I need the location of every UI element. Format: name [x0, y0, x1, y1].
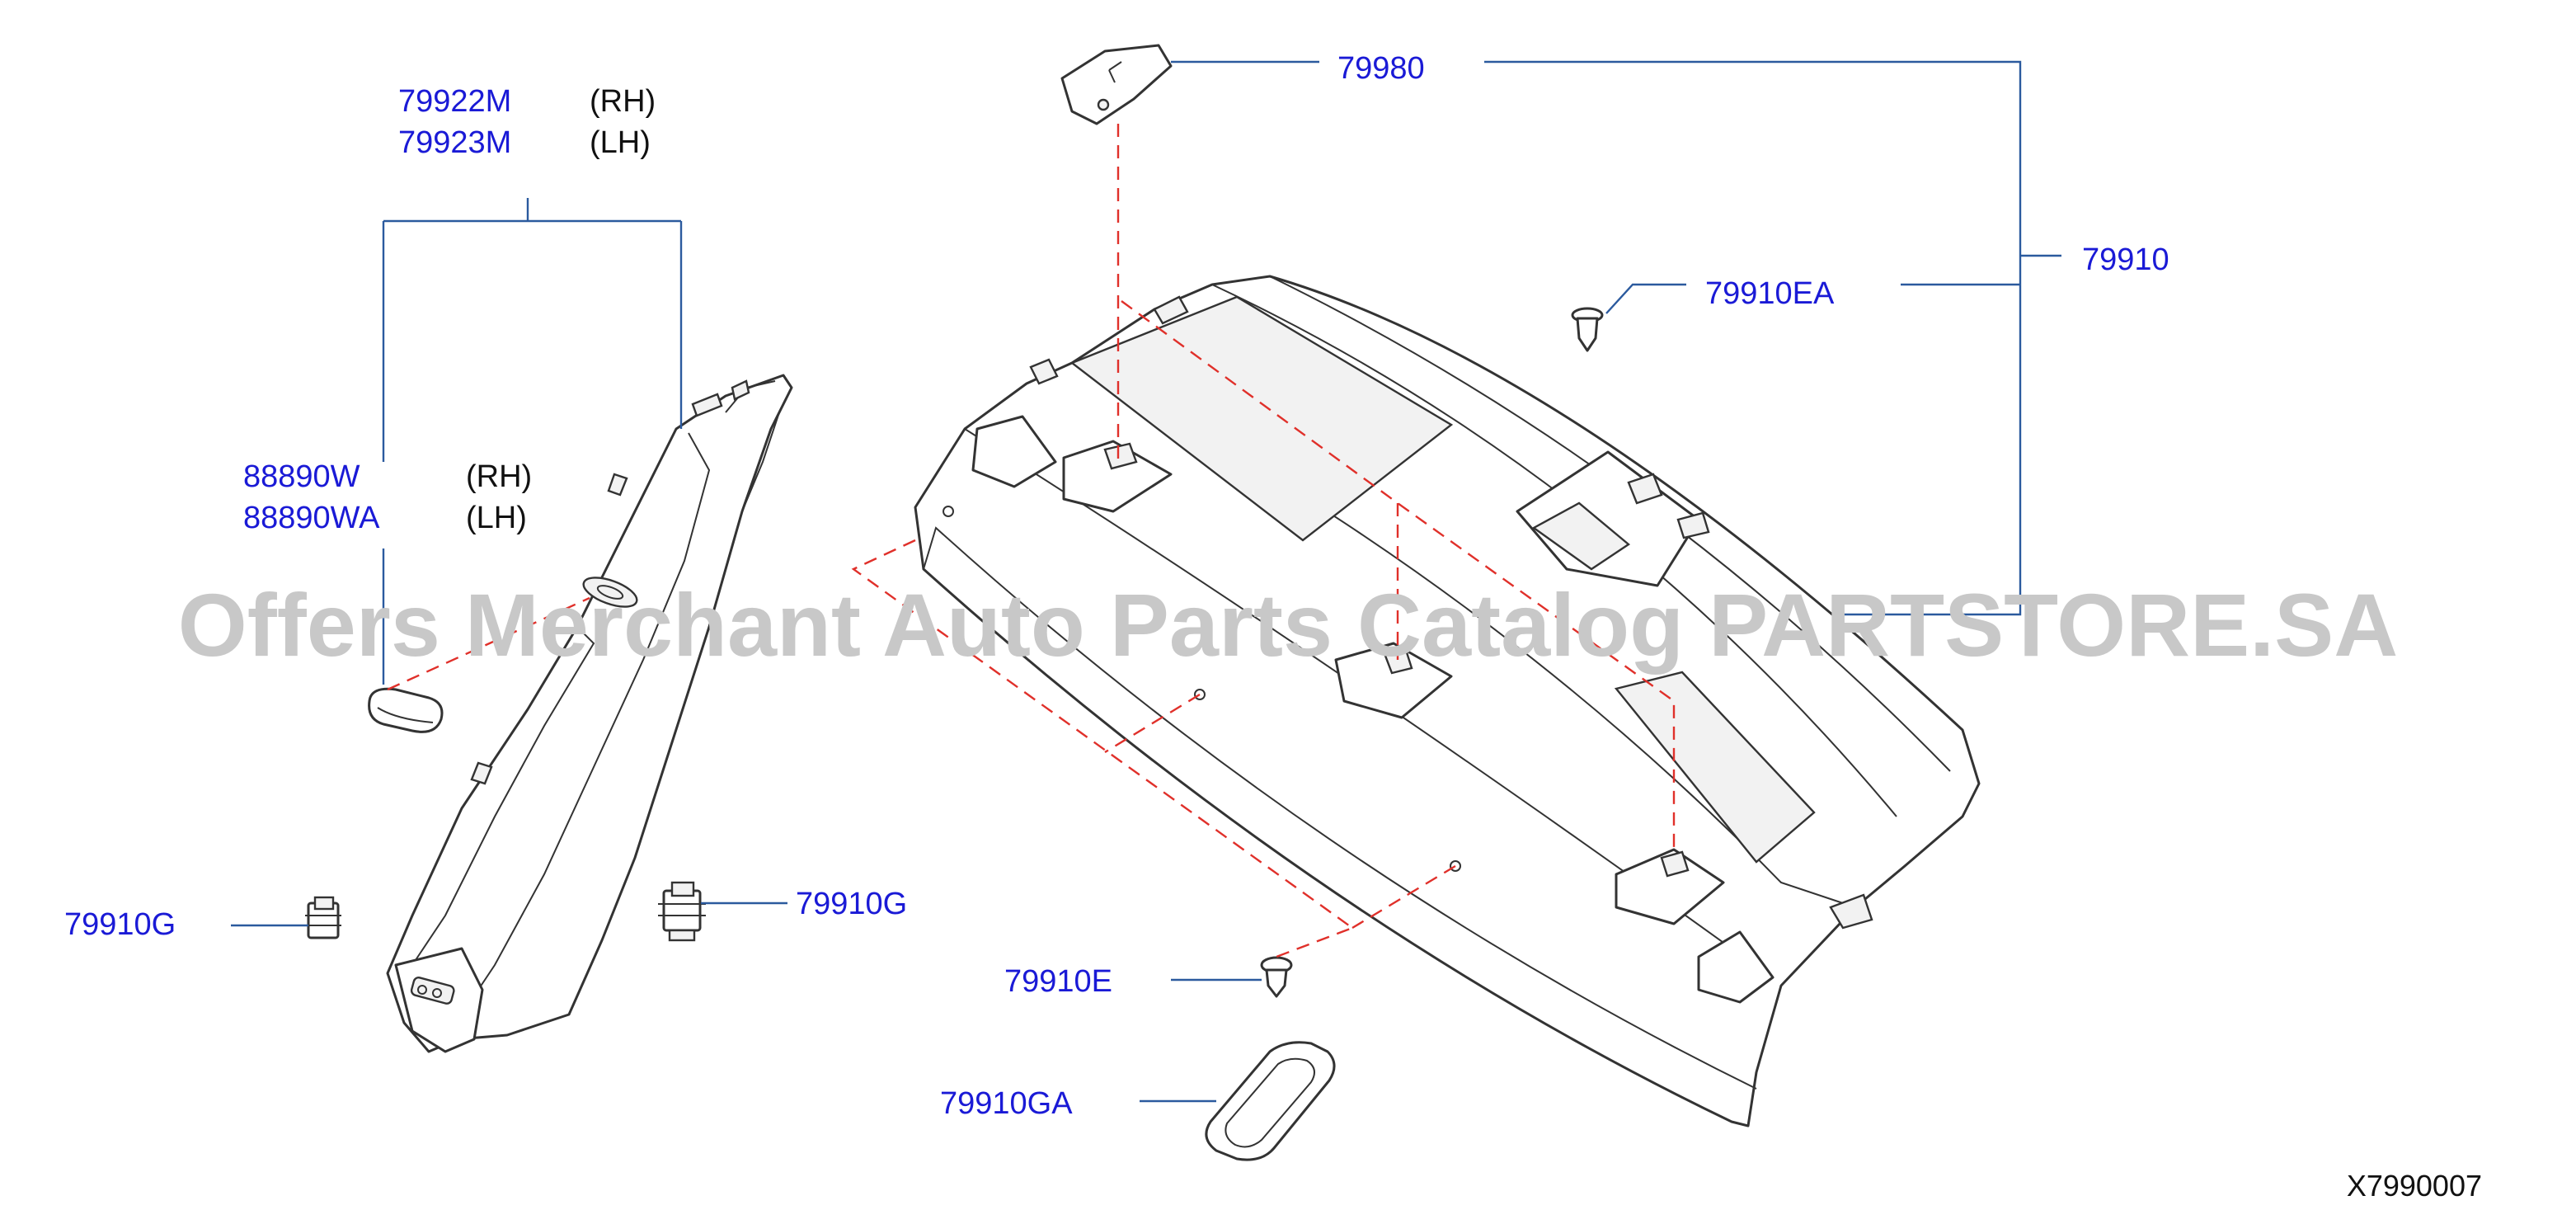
- part-number-79910[interactable]: 79910: [2082, 242, 2169, 277]
- parcel-shelf-drawing: [914, 275, 1981, 1127]
- side-label-88890WA: (LH): [466, 501, 527, 535]
- part-number-88890W[interactable]: 88890W: [243, 459, 360, 494]
- fastener-e-drawing: [1260, 956, 1293, 998]
- diagram-code: X7990007: [2347, 1169, 2482, 1203]
- guide-lines: [387, 124, 1676, 958]
- part-number-79910EA[interactable]: 79910EA: [1705, 276, 1835, 311]
- cap-drawing: [1060, 44, 1173, 125]
- part-number-79910GA[interactable]: 79910GA: [940, 1086, 1073, 1121]
- part-number-79910G-left[interactable]: 79910G: [64, 907, 176, 942]
- grommet-drawing: [1205, 1041, 1336, 1161]
- pad-drawing: [368, 687, 444, 733]
- part-number-79922M[interactable]: 79922M: [398, 84, 511, 119]
- leader-lines: [231, 60, 2061, 1103]
- part-number-88890WA[interactable]: 88890WA: [243, 501, 380, 535]
- watermark-text: Offers Merchant Auto Parts Catalog PARTS…: [178, 575, 2398, 675]
- side-label-88890W: (RH): [466, 459, 532, 494]
- part-number-79980[interactable]: 79980: [1337, 51, 1425, 86]
- part-number-79910G-right[interactable]: 79910G: [796, 887, 907, 921]
- part-number-79923M[interactable]: 79923M: [398, 125, 511, 160]
- fastener-ea-drawing: [1571, 307, 1604, 352]
- clip-right-drawing: [658, 881, 706, 942]
- side-label-79923M: (LH): [590, 125, 651, 160]
- clip-left-drawing: [305, 896, 341, 939]
- side-label-79922M: (RH): [590, 84, 656, 119]
- pillar-trim-drawing: [386, 374, 793, 1053]
- part-number-79910E[interactable]: 79910E: [1004, 964, 1112, 999]
